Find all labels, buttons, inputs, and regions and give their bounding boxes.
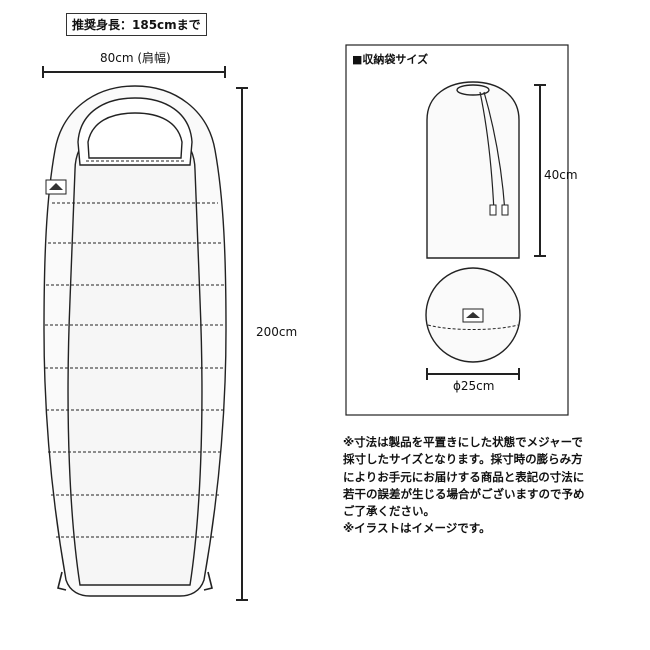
width-dimension-line [42, 66, 226, 78]
stuff-sack-bottom-illustration [425, 267, 521, 363]
diameter-dimension-line [426, 368, 520, 380]
note-line: 採寸したサイズとなります。採寸時の膨らみ方 [343, 452, 583, 467]
width-label: 80cm (肩幅) [100, 51, 171, 65]
height-dimension-line [534, 84, 546, 257]
logo-tag-icon [45, 179, 67, 195]
recommended-height-badge: 推奨身長：185cmまで [66, 13, 207, 36]
stuff-sack-diameter-label: ϕ25cm [453, 379, 495, 393]
sleeping-bag-illustration [43, 85, 227, 597]
stuff-sack-side-illustration [426, 81, 520, 259]
note-line: ※寸法は製品を平置きにした状態でメジャーで [343, 435, 583, 449]
note-line: ※イラストはイメージです。 [343, 521, 491, 536]
length-dimension-line [236, 87, 248, 601]
length-label: 200cm [256, 325, 298, 339]
quilt-lines [45, 202, 225, 538]
stuff-sack-panel [345, 44, 569, 416]
stuff-sack-height-label: 40cm [544, 168, 578, 182]
disclaimer-notes: ※寸法は製品を平置きにした状態でメジャーで 採寸したサイズとなります。採寸時の膨… [343, 434, 585, 538]
note-line: によりお手元にお届けする商品と表記の寸法に [343, 469, 585, 484]
note-line: ご了承ください。 [343, 504, 435, 519]
stuff-sack-title: ■収納袋サイズ [352, 53, 429, 66]
note-line: 若干の誤差が生じる場合がございますので予め [343, 486, 585, 501]
